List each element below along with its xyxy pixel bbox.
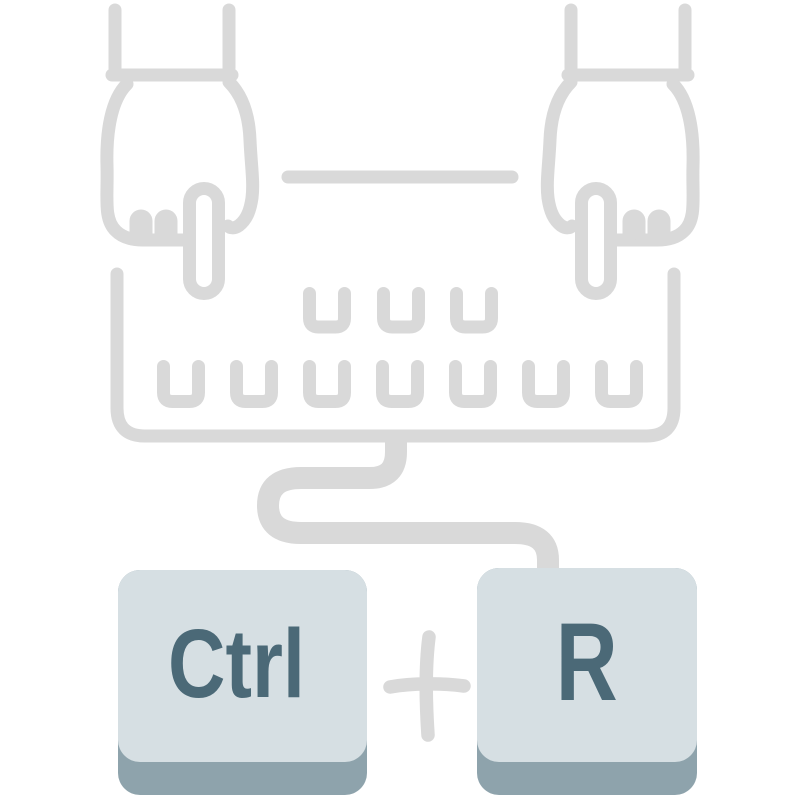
key-slot-icon: [376, 360, 424, 408]
key-slot-icon: [230, 360, 278, 408]
key-slot-icon: [449, 360, 497, 408]
left-knuckle: [129, 209, 153, 241]
ctrl-key-label: Ctrl: [168, 608, 305, 718]
keyboard-outline: [110, 267, 681, 443]
right-index-finger: [575, 182, 617, 300]
left-hand-icon: [100, 3, 260, 300]
right-knuckle: [647, 209, 671, 241]
keyboard-top-row-keys: [303, 287, 498, 334]
right-palm-outline: [607, 77, 700, 247]
keyboard-bottom-row-keys: [157, 360, 643, 408]
key-slot-icon: [450, 287, 498, 334]
key-slot-icon: [303, 360, 351, 408]
left-knuckle: [154, 209, 178, 241]
r-key-face: R: [477, 568, 697, 762]
key-slot-icon: [595, 360, 643, 408]
left-index-finger: [183, 182, 225, 300]
r-key: R: [477, 568, 697, 795]
ctrl-key-face: Ctrl: [118, 570, 367, 762]
right-thumb-outline: [540, 75, 579, 235]
key-slot-icon: [157, 360, 205, 408]
key-slot-icon: [522, 360, 570, 408]
key-slot-icon: [303, 287, 351, 334]
key-slot-icon: [377, 287, 425, 334]
r-key-label: R: [556, 601, 618, 724]
left-thumb-outline: [221, 75, 260, 235]
plus-horizontal-stroke: [383, 677, 471, 694]
keyboard-cable: [257, 430, 559, 587]
right-knuckle: [622, 209, 646, 241]
right-hand-icon: [540, 3, 700, 300]
ctrl-key: Ctrl: [118, 570, 367, 795]
plus-icon: [383, 630, 471, 742]
left-palm-outline: [100, 77, 193, 247]
